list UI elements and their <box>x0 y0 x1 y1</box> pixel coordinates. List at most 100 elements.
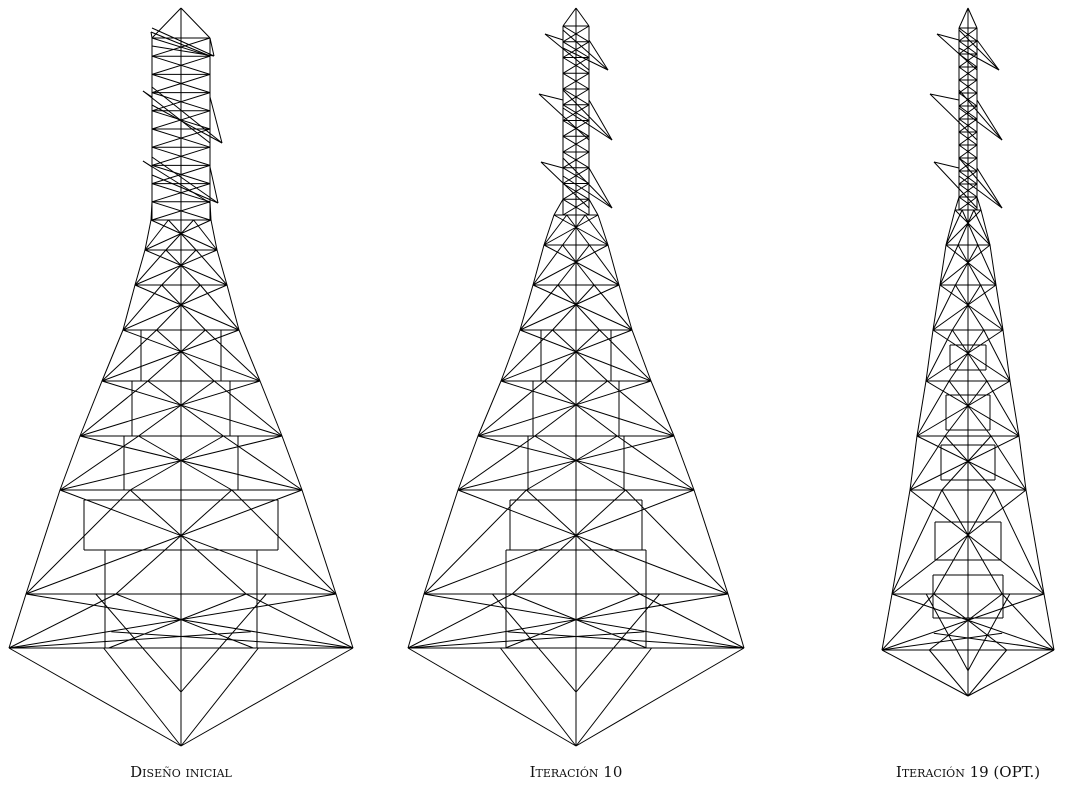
tower-diagonal <box>129 489 247 595</box>
tower-base-strut <box>507 631 745 649</box>
tower-base-strut <box>180 647 259 747</box>
tower-diagonal <box>59 435 139 491</box>
crossarm <box>544 33 590 71</box>
tower-diagonal <box>944 380 988 437</box>
tower-diagonal <box>122 284 163 331</box>
tower-diagonal <box>25 593 354 649</box>
tower-diagonal <box>543 214 568 246</box>
tower-leg <box>335 593 354 649</box>
tower-diagonal <box>134 284 240 331</box>
mast-diagonal <box>958 40 978 55</box>
tower-diagonal <box>961 209 979 246</box>
tower-diagonal <box>231 489 337 595</box>
crossarm <box>958 157 1003 209</box>
tower-diagonal <box>138 435 233 491</box>
tower-base-strut <box>492 593 577 693</box>
tower-diagonal <box>933 489 995 595</box>
mast-transition <box>588 199 599 216</box>
tower-diagonal <box>213 380 283 437</box>
crossarm <box>936 33 960 41</box>
mast-transition <box>553 199 564 216</box>
tower-leg <box>989 244 997 286</box>
tower-diagonal <box>519 329 652 382</box>
tower-diagonal <box>8 593 337 649</box>
mast-diagonal <box>151 201 211 221</box>
crossarm <box>544 33 564 41</box>
tower-leg <box>693 489 729 595</box>
tower-diagonal <box>129 435 224 491</box>
mast-transition <box>150 201 153 221</box>
tower-diagonal <box>101 329 157 382</box>
tower-diagonal <box>977 244 997 286</box>
tower-diagonal <box>195 249 228 286</box>
mast-diagonal <box>151 128 211 148</box>
crossarm <box>936 33 978 71</box>
tower-diagonal <box>519 284 620 331</box>
tower-leg <box>945 209 956 246</box>
tower-diagonal <box>423 489 695 595</box>
tower-diagonal <box>156 329 215 382</box>
crossarm <box>142 160 211 204</box>
tower-diagonal <box>161 249 197 286</box>
tower-diagonal <box>165 249 201 286</box>
mast-diagonal <box>562 198 590 216</box>
tower-leg <box>980 209 991 246</box>
tower-diagonal <box>954 244 979 286</box>
crossarm <box>933 161 978 209</box>
crossarm <box>562 47 609 71</box>
tower-diagonal <box>986 380 1020 437</box>
tower-leg <box>891 489 911 595</box>
tower-diagonal <box>477 380 545 437</box>
tower-iteration-19-optimal <box>881 7 1055 697</box>
crossarm <box>976 39 1000 71</box>
tower-diagonal <box>457 489 729 595</box>
tower-base-strut <box>881 649 969 697</box>
crossarm <box>540 161 590 209</box>
crossarm <box>150 31 211 57</box>
tower-leg <box>101 329 124 382</box>
caption-initial-design: Diseño inicial <box>130 763 232 781</box>
mast-diagonal <box>958 144 978 159</box>
tower-diagonal <box>891 489 943 595</box>
tower-diagonal <box>916 380 950 437</box>
mast-diagonal <box>958 131 978 146</box>
crossarm <box>976 167 1003 209</box>
caption-iteration-10: Iteración 10 <box>529 763 623 781</box>
tower-diagonal <box>945 209 963 246</box>
mast-spire <box>967 7 978 29</box>
mast-transition <box>954 196 960 211</box>
tower-diagonal <box>983 329 1011 382</box>
tower-diagonal <box>532 244 609 286</box>
tower-leg <box>79 380 103 437</box>
tower-base-strut <box>95 593 182 693</box>
tower-base-strut <box>180 647 354 747</box>
tower-base-strut <box>967 649 1055 697</box>
tower-diagonal <box>144 249 228 286</box>
mast-diagonal <box>958 66 978 81</box>
tower-leg <box>909 435 918 491</box>
mast-spire <box>562 7 577 27</box>
mast-diagonal <box>958 170 978 185</box>
mast-diagonal <box>958 196 978 211</box>
tower-base-strut <box>8 631 251 649</box>
tower-diagonal <box>505 593 640 649</box>
tower-diagonal <box>933 593 1008 651</box>
crossarm <box>929 93 978 141</box>
tower-diagonal <box>951 284 982 331</box>
tower-diagonal <box>939 284 1004 331</box>
mast-diagonal <box>562 57 590 74</box>
tower-diagonal <box>607 380 675 437</box>
tower-diagonal <box>925 380 1020 437</box>
tower-diagonal <box>108 593 247 649</box>
tower-leg <box>122 284 136 331</box>
tower-diagonal <box>156 284 201 331</box>
tower-leg <box>1009 380 1020 437</box>
tower-leg <box>423 489 459 595</box>
tower-diagonal <box>144 219 212 251</box>
tower-leg <box>532 244 545 286</box>
tower-base-strut <box>407 631 645 649</box>
tower-diagonal <box>500 329 553 382</box>
mast-diagonal <box>958 157 978 172</box>
tower-diagonal <box>939 244 991 286</box>
tower-leg <box>301 489 337 595</box>
